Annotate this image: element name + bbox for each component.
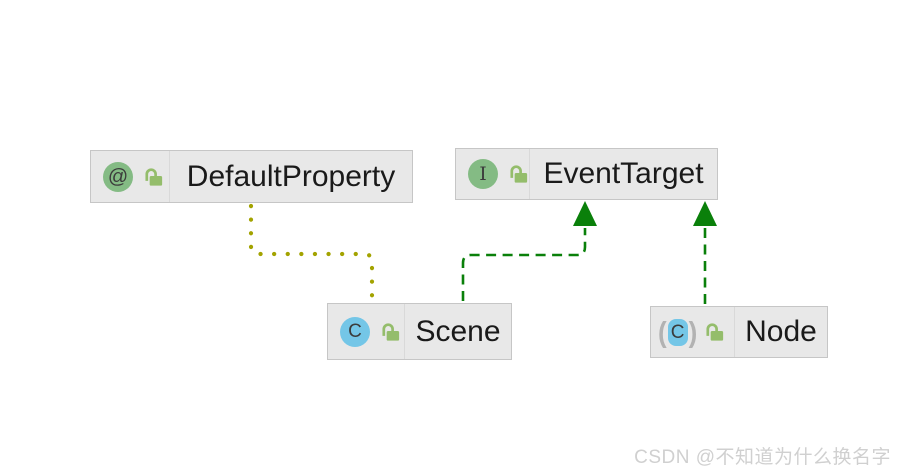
- node-node-name: Node: [734, 307, 827, 357]
- node-node[interactable]: ( C ) Node: [650, 306, 828, 358]
- realization-arrowhead-node-icon: [693, 201, 717, 226]
- unlocked-icon: [145, 167, 163, 186]
- node-scene-icon-cell: C: [328, 304, 404, 359]
- class-icon-parenthesized: ( C ): [658, 315, 698, 349]
- node-node-icon-cell: ( C ): [651, 307, 734, 357]
- edge-realization-scene-eventtarget[interactable]: [461, 228, 587, 301]
- node-eventtarget-icon-cell: I: [456, 149, 529, 199]
- node-scene-name: Scene: [404, 304, 511, 359]
- class-badge: C: [670, 321, 685, 343]
- node-defaultproperty[interactable]: @ DefaultProperty: [90, 150, 413, 203]
- unlocked-icon: [382, 322, 400, 341]
- node-defaultproperty-icon-cell: @: [91, 151, 169, 202]
- node-eventtarget[interactable]: I EventTarget: [455, 148, 718, 200]
- paren-right-glyph: ): [688, 315, 698, 349]
- unlocked-icon: [510, 165, 528, 183]
- class-badge: C: [348, 321, 362, 342]
- paren-left-glyph: (: [658, 315, 667, 349]
- annotation-badge: @: [107, 165, 129, 188]
- node-defaultproperty-name: DefaultProperty: [169, 151, 412, 202]
- unlocked-icon: [706, 323, 724, 341]
- realization-arrowhead-scene-icon: [573, 201, 597, 226]
- watermark: CSDN @不知道为什么换名字: [634, 447, 891, 468]
- class-icon: C: [340, 316, 370, 347]
- edge-annotation-dependency-scene-defaultproperty[interactable]: [248, 203, 375, 303]
- node-eventtarget-name: EventTarget: [529, 149, 717, 199]
- interface-icon: I: [468, 159, 498, 189]
- class-icon: C: [667, 318, 688, 346]
- annotation-icon: @: [103, 161, 133, 192]
- node-scene[interactable]: C Scene: [327, 303, 512, 360]
- interface-badge: I: [479, 162, 487, 185]
